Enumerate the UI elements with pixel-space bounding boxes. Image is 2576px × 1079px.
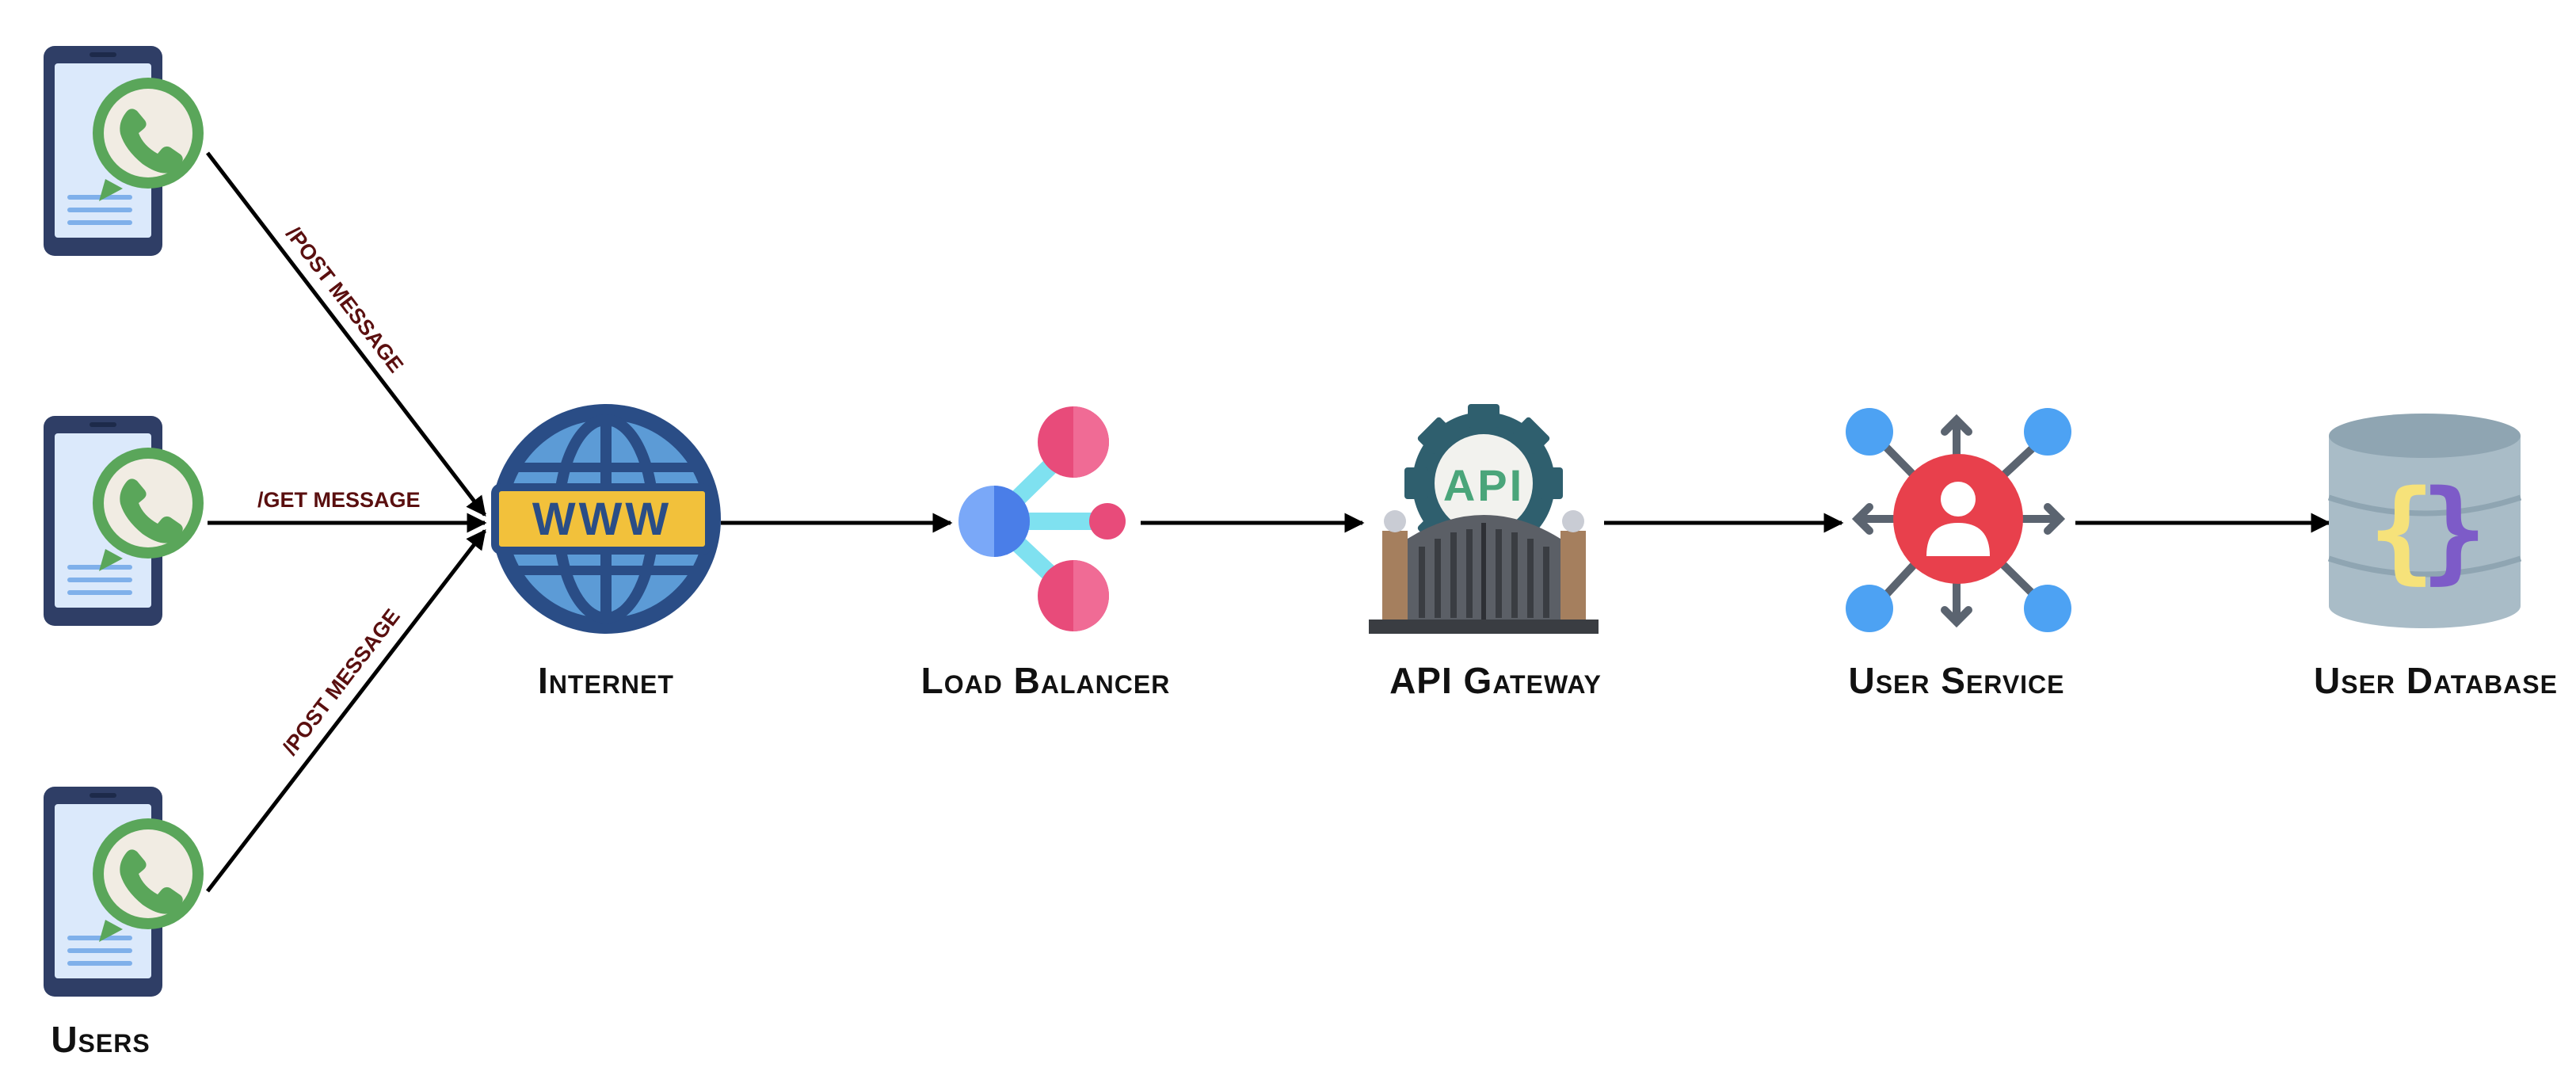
- api-gateway-node: API API Gateway: [1369, 404, 1602, 701]
- database-icon: { }: [2327, 414, 2522, 628]
- edges: [206, 151, 2331, 893]
- load-balancer-label: Load Balancer: [921, 660, 1171, 701]
- api-gateway-icon: API: [1369, 404, 1599, 634]
- edge-label-post-1: /POST MESSAGE: [281, 222, 408, 377]
- user-service-node: User Service: [1846, 408, 2071, 701]
- phone-whatsapp-icon: [44, 416, 204, 626]
- api-badge: API: [1443, 460, 1524, 510]
- globe-www-icon: WWW: [491, 404, 721, 634]
- edge-user1-internet: [206, 151, 486, 517]
- phone-whatsapp-icon: [44, 46, 204, 256]
- load-balancer-node: Load Balancer: [921, 406, 1171, 701]
- user-database-node: { } User Database: [2314, 414, 2558, 701]
- load-balancer-icon: [958, 406, 1126, 631]
- edge-user3-internet: [206, 529, 486, 893]
- user-service-icon: [1846, 408, 2071, 632]
- edge-label-post-3: /POST MESSAGE: [278, 604, 405, 760]
- user-database-label: User Database: [2314, 660, 2558, 701]
- internet-label: Internet: [538, 660, 674, 701]
- users-node: Users: [44, 46, 204, 1060]
- phone-whatsapp-icon: [44, 787, 204, 997]
- brace-right-glyph: }: [2421, 467, 2487, 596]
- internet-node: WWW Internet: [491, 404, 721, 701]
- user-service-label: User Service: [1848, 660, 2064, 701]
- brace-left-glyph: {: [2368, 467, 2435, 596]
- users-label: Users: [51, 1019, 150, 1060]
- api-gateway-label: API Gateway: [1389, 660, 1602, 701]
- www-badge: WWW: [532, 494, 672, 545]
- edge-label-get: /GET MESSAGE: [257, 488, 421, 512]
